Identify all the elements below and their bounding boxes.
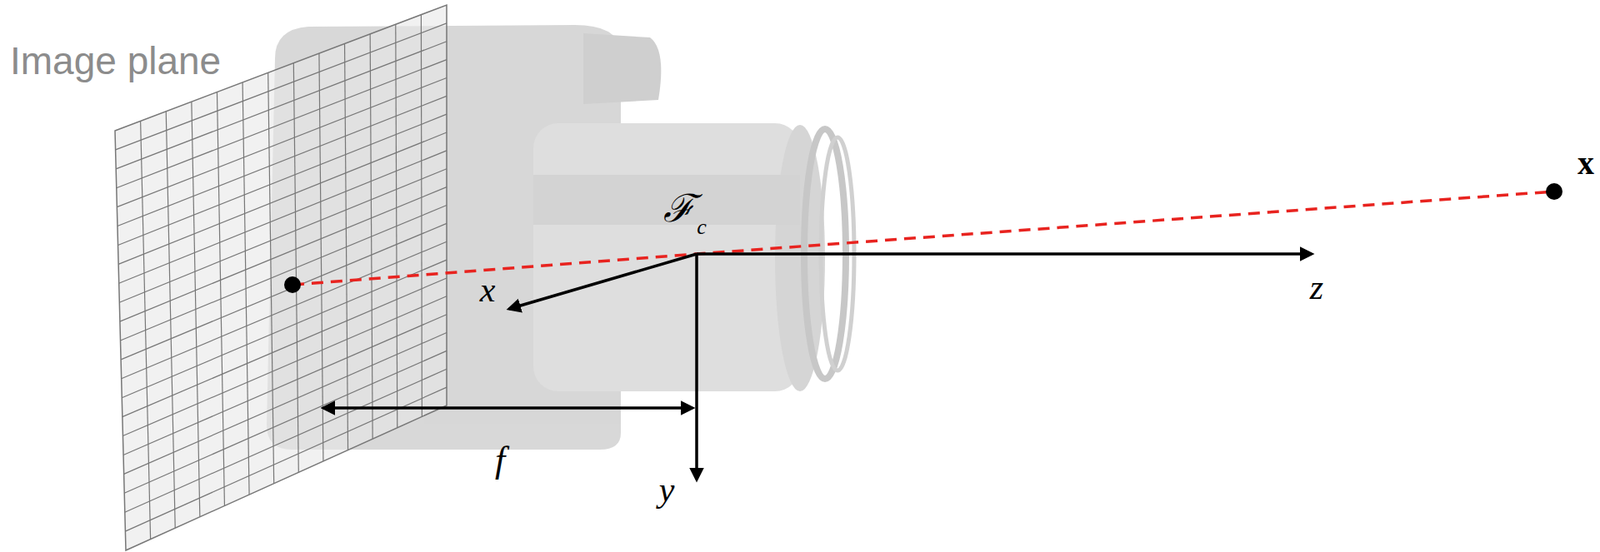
grid-line (116, 77, 447, 207)
plane-label: Image plane (10, 41, 221, 80)
grid-line (122, 296, 447, 437)
grid-line (124, 333, 447, 475)
axis-label: y (659, 472, 675, 508)
grid-line (117, 95, 447, 226)
grid-line (120, 205, 448, 342)
grid-line (121, 241, 447, 380)
grid-line (125, 369, 447, 513)
axis-arrow (509, 254, 697, 310)
point-dot (1545, 183, 1563, 200)
point-dot (284, 276, 301, 294)
axis-label: x (480, 272, 496, 308)
grid-line (120, 223, 447, 360)
grid-line (121, 260, 447, 399)
camera-axes (323, 254, 1312, 480)
frame-label: ℱ (663, 189, 695, 228)
grid-line (123, 315, 447, 456)
axis-label: z (1310, 270, 1324, 305)
focal-length-label: f (495, 442, 505, 480)
grid-line (119, 150, 447, 284)
grid-line (120, 187, 447, 322)
projection-ray (292, 191, 1555, 285)
axis-arrow (695, 254, 699, 480)
axis-arrow (696, 252, 1312, 256)
projection-ray (284, 183, 1563, 294)
focal-length-dimension (323, 406, 693, 410)
grid-line (124, 350, 447, 494)
point-label: x (1577, 146, 1595, 180)
grid-line (119, 169, 447, 303)
grid-line (122, 278, 447, 418)
frame-subscript: c (696, 216, 707, 239)
